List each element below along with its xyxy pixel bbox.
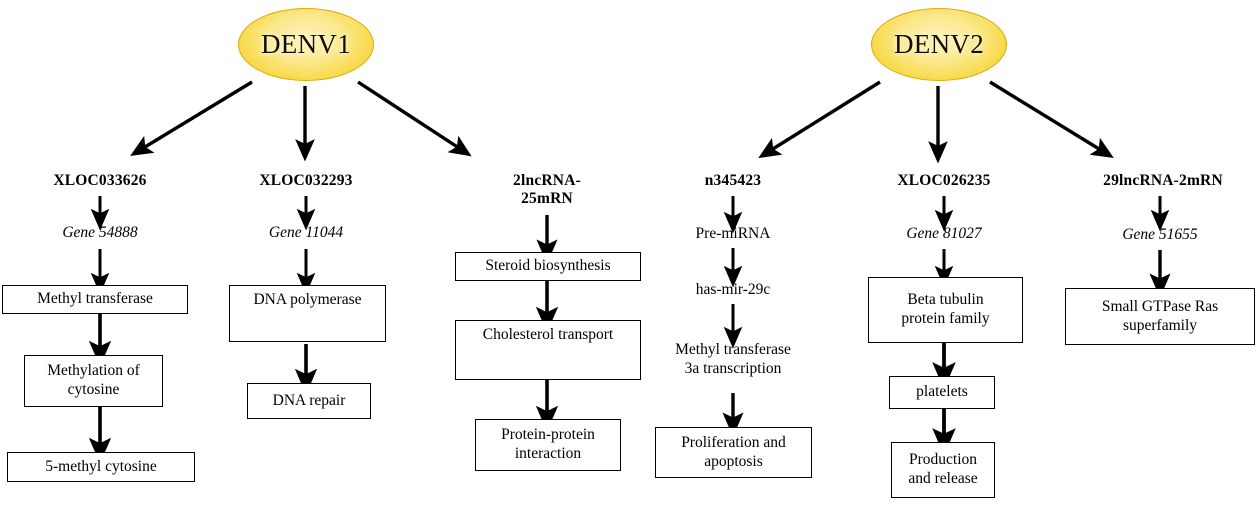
box-ppi-line1: Protein-protein	[501, 426, 595, 444]
label-mt3a-line1: Methyl transferase	[675, 341, 791, 358]
label-has-mir-29c: has-mir-29c	[653, 281, 813, 300]
rna-label-xloc032293-text: XLOC032293	[259, 172, 353, 189]
rna-label-xloc032293: XLOC032293	[226, 172, 386, 190]
gene-label-54888: Gene 54888	[20, 224, 180, 242]
box-protein-protein-interaction[interactable]: Protein-protein interaction	[475, 419, 621, 471]
box-small-gtpase-ras-superfamily[interactable]: Small GTPase Ras superfamily	[1065, 288, 1255, 345]
rna-label-xloc026235: XLOC026235	[864, 172, 1024, 190]
box-small-gtpase-label: Small GTPase Ras superfamily	[1102, 298, 1218, 336]
box-protein-protein-interaction-label: Protein-protein interaction	[501, 426, 595, 464]
box-cholesterol-transport-label: Cholesterol transport	[482, 326, 614, 343]
box-dna-polymerase[interactable]: DNA polymerase	[229, 285, 386, 342]
box-5-methyl-cytosine-label: 5-methyl cytosine	[45, 457, 157, 475]
box-methylation-of-cytosine[interactable]: Methylation of cytosine	[24, 355, 163, 407]
gene-label-51655-text: Gene 51655	[1122, 226, 1198, 243]
box-gtpase-line1: Small GTPase Ras	[1101, 297, 1219, 315]
gene-label-54888-text: Gene 54888	[62, 224, 138, 241]
box-production-line1: Production	[908, 451, 978, 469]
box-prolif-line2: apoptosis	[704, 452, 763, 470]
rna-label-29lncrna-2mrn: 29lncRNA-2mRN	[1078, 172, 1248, 190]
node-denv1-label: DENV1	[261, 29, 351, 59]
box-cholesterol-transport[interactable]: Cholesterol transport	[455, 320, 641, 380]
rna-label-xloc026235-text: XLOC026235	[897, 172, 991, 189]
rna-label-n345423-text: n345423	[704, 172, 762, 189]
box-steroid-biosynthesis-label: Steroid biosynthesis	[485, 257, 611, 275]
box-production-and-release[interactable]: Production and release	[891, 442, 995, 498]
box-beta-tubulin-line1: Beta tubulin	[907, 291, 984, 309]
label-has-mir-29c-text: has-mir-29c	[695, 281, 771, 298]
rna-label-2lncrna-25mrn: 2lncRNA- 25mRN	[467, 172, 627, 209]
node-denv1[interactable]: DENV1	[238, 8, 374, 81]
box-ppi-line2: interaction	[514, 445, 582, 462]
box-production-and-release-label: Production and release	[908, 451, 977, 489]
gene-label-81027-text: Gene 81027	[906, 225, 982, 242]
arrow-denv1-to-xloc033626	[130, 80, 253, 156]
box-methylation-of-cytosine-label: Methylation of cytosine	[47, 362, 140, 400]
gene-label-11044: Gene 11044	[226, 224, 386, 242]
rna-label-2lncrna-line2: 25mRN	[521, 190, 573, 208]
box-beta-tubulin-line2: protein family	[901, 310, 990, 327]
rna-label-xloc033626-text: XLOC033626	[53, 172, 147, 189]
box-platelets-label: platelets	[916, 383, 968, 401]
box-dna-polymerase-label: DNA polymerase	[253, 291, 362, 308]
rna-label-n345423: n345423	[653, 172, 813, 190]
rna-label-xloc033626: XLOC033626	[20, 172, 180, 190]
gene-label-51655: Gene 51655	[1080, 226, 1240, 244]
gene-label-81027: Gene 81027	[864, 225, 1024, 243]
box-prolif-line1: Proliferation and	[681, 433, 786, 451]
label-pre-mirna-text: Pre-miRNA	[695, 225, 771, 242]
box-methylation-line2: cytosine	[67, 381, 120, 398]
box-methyl-transferase[interactable]: Methyl transferase	[2, 285, 188, 314]
arrow-denv2-to-29lncrna	[989, 80, 1114, 159]
gene-label-11044-text: Gene 11044	[268, 224, 344, 241]
box-beta-tubulin-label: Beta tubulin protein family	[901, 291, 989, 329]
box-beta-tubulin-protein-family[interactable]: Beta tubulin protein family	[868, 277, 1023, 343]
box-methylation-line1: Methylation of	[47, 362, 140, 380]
node-denv2-label: DENV2	[894, 29, 984, 59]
box-proliferation-and-apoptosis[interactable]: Proliferation and apoptosis	[655, 427, 812, 478]
box-platelets[interactable]: platelets	[889, 376, 995, 409]
arrow-denv2-to-n345423	[758, 80, 881, 159]
box-dna-repair[interactable]: DNA repair	[247, 383, 371, 419]
box-proliferation-and-apoptosis-label: Proliferation and apoptosis	[681, 434, 786, 472]
arrow-denv1-to-2lncrna	[357, 80, 472, 157]
label-methyl-transferase-3a: Methyl transferase 3a transcription	[653, 341, 813, 378]
rna-label-2lncrna-line1: 2lncRNA-	[513, 172, 581, 189]
box-gtpase-line2: superfamily	[1122, 316, 1198, 334]
node-denv2[interactable]: DENV2	[871, 8, 1007, 81]
box-5-methyl-cytosine[interactable]: 5-methyl cytosine	[7, 452, 195, 482]
box-dna-repair-label: DNA repair	[272, 391, 346, 409]
label-mt3a-line2: 3a transcription	[684, 359, 782, 377]
label-pre-mirna: Pre-miRNA	[653, 225, 813, 244]
box-steroid-biosynthesis[interactable]: Steroid biosynthesis	[455, 252, 641, 281]
box-methyl-transferase-label: Methyl transferase	[37, 290, 153, 308]
rna-label-29lncrna-text: 29lncRNA-2mRN	[1103, 172, 1223, 189]
box-production-line2: and release	[908, 470, 978, 487]
